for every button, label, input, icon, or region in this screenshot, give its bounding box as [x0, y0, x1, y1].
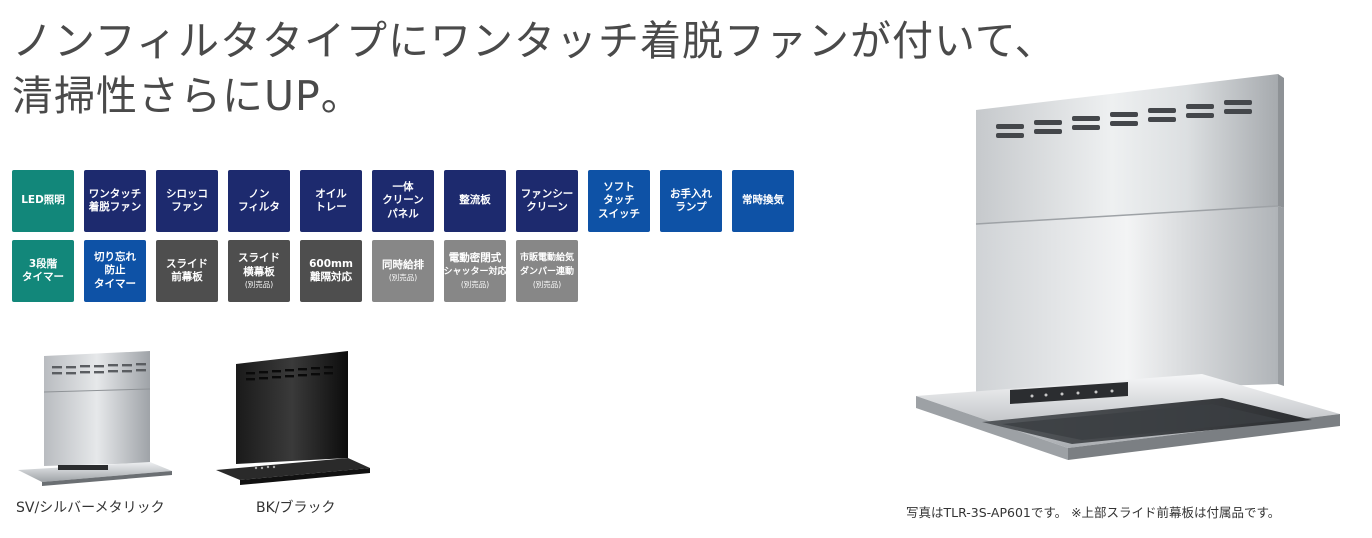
feature-badge: お手入れランプ [660, 170, 722, 232]
feature-badge-label: 常時換気 [742, 194, 784, 207]
feature-badge: スライド前幕板 [156, 240, 218, 302]
feature-badge-label: シャッター対応 [443, 266, 507, 277]
feature-badge: シロッコファン [156, 170, 218, 232]
feature-badge-label: 電動密閉式 [448, 252, 502, 264]
silver-hood-image [18, 351, 172, 486]
feature-badge-label: スイッチ [598, 207, 640, 220]
feature-badge: 電動密閉式シャッター対応 (別売品) [443, 240, 507, 302]
feature-badge-label: トレー [315, 201, 347, 213]
feature-badge-label: ダンパー連動 [519, 266, 574, 277]
feature-badge-label: シロッコ [166, 187, 208, 200]
feature-badge-label: LED照明 [21, 194, 65, 207]
feature-badge-label: オイル [315, 187, 347, 200]
feature-badge: ワンタッチ着脱ファン [84, 170, 146, 232]
feature-badge: ソフトタッチスイッチ [588, 170, 650, 232]
feature-badge-label: 横幕板 [243, 265, 275, 278]
feature-badge-note: (別売品) [388, 273, 418, 283]
feature-badge-label: 同時給排 [382, 258, 424, 271]
feature-badge-label: 前幕板 [171, 271, 203, 283]
feature-badge-label: スライド [238, 252, 280, 264]
feature-badge: スライド横幕板 (別売品) [228, 240, 290, 302]
feature-badge: オイルトレー [300, 170, 362, 232]
feature-badge-label: ノン [248, 187, 270, 200]
feature-badge-label: 600mm [309, 257, 353, 270]
feature-badge: 同時給排 (別売品) [372, 240, 434, 302]
feature-badge-label: ランプ [675, 201, 707, 213]
black-hood-image [216, 351, 370, 485]
feature-badge: ファンシークリーン [516, 170, 578, 232]
feature-badge: 市販電動給気ダンパー連動 (別売品) [516, 240, 578, 302]
feature-badge-label: ファンシー [520, 187, 574, 200]
feature-badge-label: タイマー [94, 277, 136, 290]
feature-badge-label: ソフト [603, 180, 635, 193]
feature-badge-label: 一体 [392, 180, 414, 193]
feature-badge-label: 整流板 [459, 194, 491, 207]
feature-badge: 3段階タイマー [12, 240, 74, 302]
feature-badge-note: (別売品) [532, 280, 562, 289]
feature-badge: LED照明 [12, 170, 74, 232]
feature-badge-label: スライド [166, 257, 208, 270]
feature-badge-label: クリーン [526, 201, 568, 213]
feature-badge-label: ファン [171, 201, 203, 213]
feature-badge: 整流板 [444, 170, 506, 232]
feature-badge-label: 3段階 [28, 257, 58, 270]
feature-badge-label: タッチ [603, 194, 635, 207]
feature-badge-label: 離隔対応 [310, 271, 352, 283]
feature-badge-label: クリーン [382, 194, 424, 207]
feature-badge-note: (別売品) [460, 280, 490, 289]
feature-badge-label: お手入れ [670, 187, 712, 200]
main-hood-image [916, 74, 1340, 460]
feature-badge-label: パネル [387, 207, 419, 220]
caption-black: BK/ブラック [256, 500, 336, 516]
feature-badge-label: 着脱ファン [88, 201, 142, 213]
feature-badge-note: (別売品) [244, 280, 274, 289]
feature-badge: 切り忘れ防止タイマー [84, 240, 146, 302]
feature-badge-label: フィルタ [238, 201, 280, 213]
caption-main-photo: 写真はTLR-3S-AP601です。 ※上部スライド前幕板は付属品です。 [906, 505, 1281, 520]
feature-badge: 一体クリーンパネル [372, 170, 434, 232]
feature-badge: ノンフィルタ [228, 170, 290, 232]
caption-silver: SV/シルバーメタリック [16, 500, 165, 516]
feature-badges: LED照明ワンタッチ着脱ファンシロッコファンノンフィルタオイルトレー一体クリーン… [12, 170, 812, 310]
feature-badge-label: 防止 [104, 264, 126, 277]
feature-badge-label: タイマー [22, 271, 64, 283]
headline: ノンフィルタタイプにワンタッチ着脱ファンが付いて、 清掃性さらにUP。 [12, 14, 1057, 124]
headline-line-1: ノンフィルタタイプにワンタッチ着脱ファンが付いて、 [12, 17, 1057, 65]
feature-badge-label: ワンタッチ [88, 187, 142, 200]
headline-line-2: 清掃性さらにUP。 [12, 72, 363, 120]
feature-badge: 常時換気 [732, 170, 794, 232]
feature-badge-label: 切り忘れ [94, 250, 136, 263]
feature-badge-label: 市販電動給気 [519, 253, 574, 263]
